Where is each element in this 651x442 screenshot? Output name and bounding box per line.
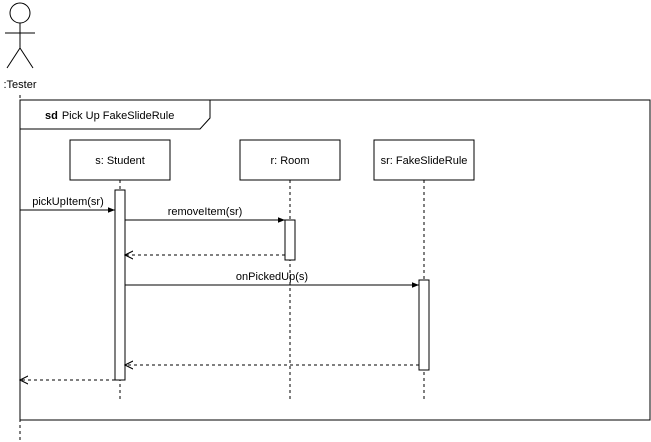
participant-student: s: Student xyxy=(69,139,171,181)
message-removeitem: removeItem(sr) xyxy=(125,206,285,223)
student-activation xyxy=(114,189,126,381)
frame-heading: sd Pick Up FakeSlideRule xyxy=(45,110,174,122)
participant-label: r: Room xyxy=(270,155,309,167)
actor-label: :Tester xyxy=(3,79,36,91)
fakesliderule-activation xyxy=(418,279,430,371)
participant-fakesliderule: sr: FakeSlideRule xyxy=(373,139,475,181)
tester-actor: :Tester xyxy=(3,2,37,91)
participant-box xyxy=(239,139,341,181)
frame-border xyxy=(19,99,651,421)
message-onpickedup: onPickedUp(s) xyxy=(125,271,419,288)
participant-label: s: Student xyxy=(95,155,145,167)
actor-head-icon xyxy=(9,2,31,24)
frame-keyword: sd xyxy=(45,110,58,122)
message-label: onPickedUp(s) xyxy=(236,271,308,283)
actor-left-leg xyxy=(6,47,21,69)
participant-label: sr: FakeSlideRule xyxy=(381,155,468,167)
message-label: pickUpItem(sr) xyxy=(32,196,104,208)
frame-title: Pick Up FakeSlideRule xyxy=(62,110,175,122)
participant-box xyxy=(69,139,171,181)
participant-room: r: Room xyxy=(239,139,341,181)
actor-right-leg xyxy=(19,47,34,69)
message-pickupitem: pickUpItem(sr) xyxy=(20,196,115,213)
sd-frame: sd Pick Up FakeSlideRule xyxy=(19,99,651,421)
frame-tab xyxy=(19,99,211,130)
message-label: removeItem(sr) xyxy=(168,206,243,218)
participant-box xyxy=(373,139,475,181)
room-activation xyxy=(284,219,296,261)
